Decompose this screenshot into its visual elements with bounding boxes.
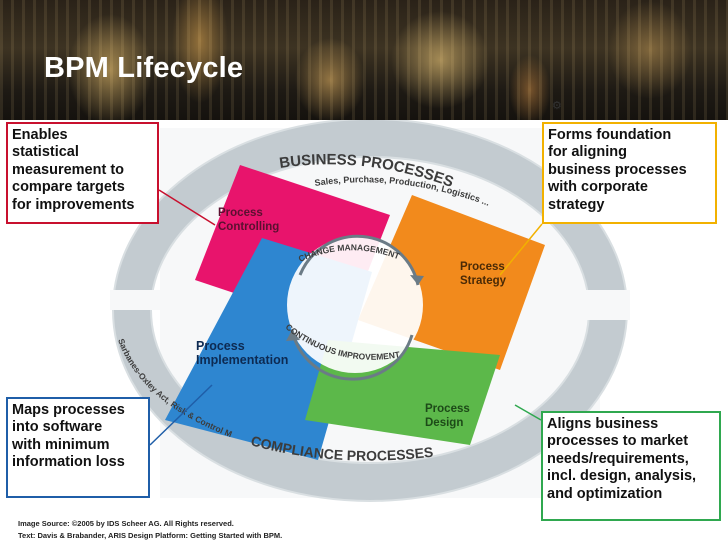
process-design-label: Process Design (425, 403, 470, 429)
callout-process-controlling: Enables statistical measurement to compa… (6, 122, 159, 224)
svg-text:Process: Process (460, 261, 505, 273)
svg-text:Process: Process (218, 207, 263, 219)
callout-text-line: strategy (548, 196, 605, 213)
callout-process-strategy: Forms foundation for aligning business p… (542, 122, 717, 224)
svg-text:Controlling: Controlling (218, 221, 279, 233)
svg-text:Process: Process (425, 403, 470, 415)
header-light-reflections (0, 0, 728, 120)
callout-text-line: incl. design, analysis, (547, 468, 697, 485)
callout-text-line: business processes (548, 161, 687, 178)
slide-title: BPM Lifecycle (44, 52, 244, 84)
callout-text-line: Enables (12, 127, 68, 143)
callout-text-line: for aligning (548, 144, 627, 161)
callout-text-line: with corporate (548, 179, 648, 196)
process-implementation-label: Process Implementation (196, 339, 288, 367)
svg-text:Process: Process (196, 339, 245, 353)
callout-text-line: statistical (12, 144, 79, 161)
svg-text:Implementation: Implementation (196, 353, 288, 367)
callout-text-line: measurement to (12, 161, 125, 178)
connector-implementation (149, 384, 213, 446)
bpm-lifecycle-diagram: BUSINESS PROCESSES Sales, Purchase, Prod… (0, 120, 630, 502)
callout-text-line: compare targets (12, 179, 125, 196)
callout-text-line: with minimum (12, 436, 110, 453)
callout-text-line: Forms foundation (548, 127, 672, 143)
callout-text-line: and optimization (547, 485, 663, 502)
credit-line: Text: Davis & Brabander, ARIS Design Pla… (18, 530, 283, 540)
process-strategy-label: Process Strategy (460, 261, 507, 287)
svg-text:Strategy: Strategy (460, 275, 507, 287)
gear-icon: ⚙ (552, 100, 562, 112)
callout-text-line: for improvements (12, 196, 135, 213)
header-banner (0, 0, 728, 120)
change-management-circle (286, 234, 424, 381)
callout-text-line: into software (12, 419, 103, 436)
process-controlling-label: Process Controlling (218, 207, 279, 233)
callout-text-line: needs/requirements, (547, 450, 689, 467)
connector-design (514, 404, 542, 421)
connector-strategy (499, 223, 543, 276)
connector-controlling (158, 189, 216, 226)
credit-line: Image Source: ©2005 by IDS Scheer AG. Al… (18, 519, 234, 528)
callout-process-implementation: Maps processes into software with minimu… (6, 397, 150, 498)
outer-ring (110, 120, 630, 502)
callout-text-line: information loss (12, 454, 125, 471)
callout-text-line: processes to market (547, 433, 689, 450)
svg-text:Design: Design (425, 417, 463, 429)
callout-process-design: Aligns business processes to market need… (541, 411, 721, 521)
callout-text-line: Maps processes (12, 402, 125, 418)
callout-text-line: Aligns business (547, 416, 659, 432)
image-credits: Image Source: ©2005 by IDS Scheer AG. Al… (18, 518, 282, 541)
